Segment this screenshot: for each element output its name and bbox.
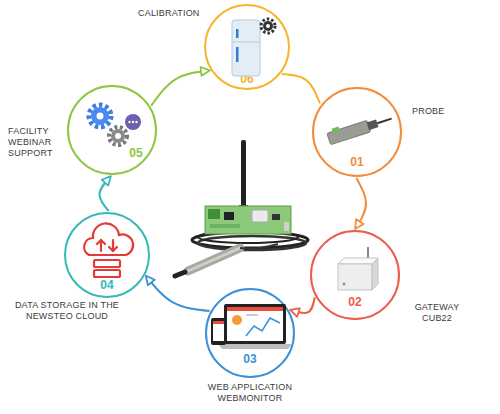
step-circle: PROBE01 — [312, 87, 402, 177]
step-circle: GATEWAY CUB2202 — [310, 230, 400, 320]
step-number: 01 — [342, 155, 372, 169]
flow-arrow — [99, 177, 110, 211]
step-number: 04 — [92, 278, 122, 292]
gateway-icon — [338, 247, 378, 290]
step-number: 03 — [235, 352, 265, 366]
fridge-icon — [232, 19, 275, 76]
step-heading: DATA STORAGE IN THE NEWSTEO CLOUD — [8, 300, 126, 322]
step-number: 05 — [121, 146, 151, 160]
support-icon — [89, 105, 141, 145]
step-number: 02 — [340, 295, 370, 309]
device-illustration — [175, 140, 308, 276]
step-circle: CALIBRATION06 — [204, 4, 290, 90]
step-heading: GATEWAY CUB22 — [406, 302, 468, 324]
step-heading: WEB APPLICATION WEBMONITOR — [190, 382, 310, 404]
probe-icon — [326, 110, 393, 145]
webapp-icon — [211, 304, 292, 349]
step-heading: CALIBRATION — [138, 8, 218, 19]
step-circle: DATA STORAGE IN THE NEWSTEO CLOUD04 — [64, 212, 150, 298]
flow-arrow — [151, 71, 208, 106]
cloud-icon — [84, 223, 133, 277]
step-number: 06 — [232, 72, 262, 86]
step-circle: FACILITY WEBINAR SUPPORT05 — [67, 85, 157, 175]
flow-arrow — [291, 297, 315, 313]
step-circle: WEB APPLICATION WEBMONITOR03 — [205, 288, 295, 378]
step-heading: FACILITY WEBINAR SUPPORT — [8, 126, 63, 159]
flow-arrow — [282, 74, 320, 103]
flow-arrow — [356, 178, 366, 228]
step-heading: PROBE — [412, 106, 482, 117]
flow-arrow — [147, 277, 210, 311]
